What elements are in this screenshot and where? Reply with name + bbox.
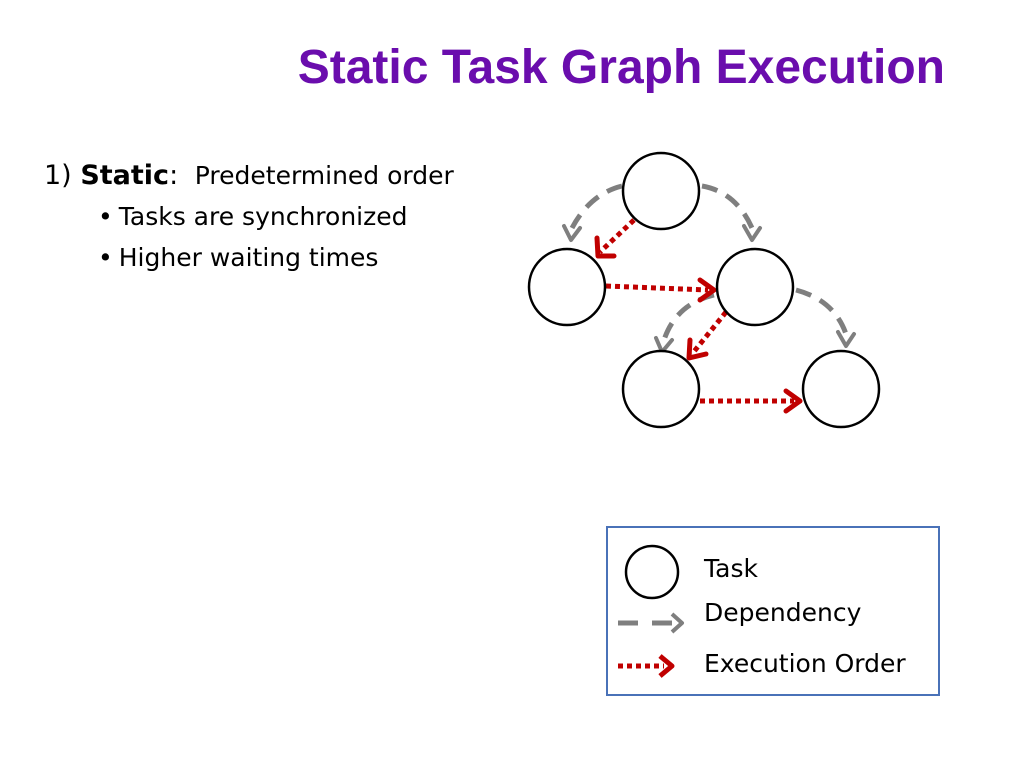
arrowhead-icon [686, 337, 709, 361]
bullet-list: •Tasks are synchronized •Higher waiting … [44, 196, 454, 278]
item-colon: : [169, 160, 179, 191]
execution-edges [598, 218, 794, 404]
task-node-middle [715, 247, 795, 327]
bullet-text: Higher waiting times [118, 243, 379, 272]
legend-box: Task Dependency Execution Order [606, 526, 940, 696]
slide-title: Static Task Graph Execution [297, 41, 945, 94]
dependency-edges [569, 183, 849, 341]
arrowhead-icon [562, 224, 582, 242]
item-keyword: Static [80, 160, 170, 191]
bullet-dot-icon: • [98, 243, 113, 272]
legend-task-label: Task [704, 554, 758, 583]
dependency-edge-middle-to-bottom-right [795, 287, 849, 335]
task-node-top [621, 151, 701, 231]
item-description: Predetermined order [194, 161, 454, 190]
bullet-item: •Tasks are synchronized [44, 196, 454, 237]
execution-edge-middle-to-bottom-left [690, 310, 728, 356]
legend-dependency-label: Dependency [704, 598, 862, 627]
arrowhead-icon [697, 277, 717, 303]
task-node-bottom-right [801, 349, 881, 429]
execution-edge-left-to-middle [605, 283, 709, 293]
execution-edge-top-to-left [598, 218, 636, 254]
task-node-bottom-left [621, 349, 701, 429]
legend-execution-label: Execution Order [704, 649, 906, 678]
bullet-dot-icon: • [98, 202, 113, 231]
bullet-item: •Higher waiting times [44, 237, 454, 278]
item-number: 1) [44, 160, 72, 191]
dependency-edge-top-to-middle [701, 183, 755, 230]
dependency-edge-top-to-left [569, 183, 623, 230]
bullet-text: Tasks are synchronized [118, 202, 408, 231]
legend-execution-icon [618, 654, 675, 678]
arrowhead-icon [836, 330, 856, 348]
slide-body: 1) Static: Predetermined order •Tasks ar… [44, 156, 454, 278]
legend-dependency-icon [618, 612, 684, 634]
legend-task-icon [624, 544, 680, 600]
task-node-left [527, 247, 607, 327]
item-heading: 1) Static: Predetermined order [44, 156, 454, 196]
execution-arrowheads [594, 235, 803, 414]
arrowhead-icon [783, 388, 803, 414]
task-nodes [527, 151, 881, 429]
arrowhead-icon [594, 235, 617, 259]
arrowhead-icon [742, 224, 762, 242]
legend-symbols [618, 544, 684, 678]
